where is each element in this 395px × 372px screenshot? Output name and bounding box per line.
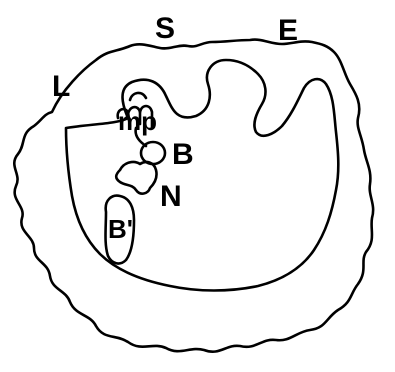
label-b-prime: B' (108, 214, 133, 244)
label-mp: mp (118, 106, 157, 136)
n-body (116, 162, 156, 194)
label-n: N (160, 180, 182, 213)
label-l: L (52, 70, 70, 103)
label-e: E (278, 14, 298, 47)
mp-finger (130, 93, 146, 100)
label-s: S (155, 12, 175, 45)
b-body (141, 142, 165, 164)
label-b: B (172, 138, 194, 171)
